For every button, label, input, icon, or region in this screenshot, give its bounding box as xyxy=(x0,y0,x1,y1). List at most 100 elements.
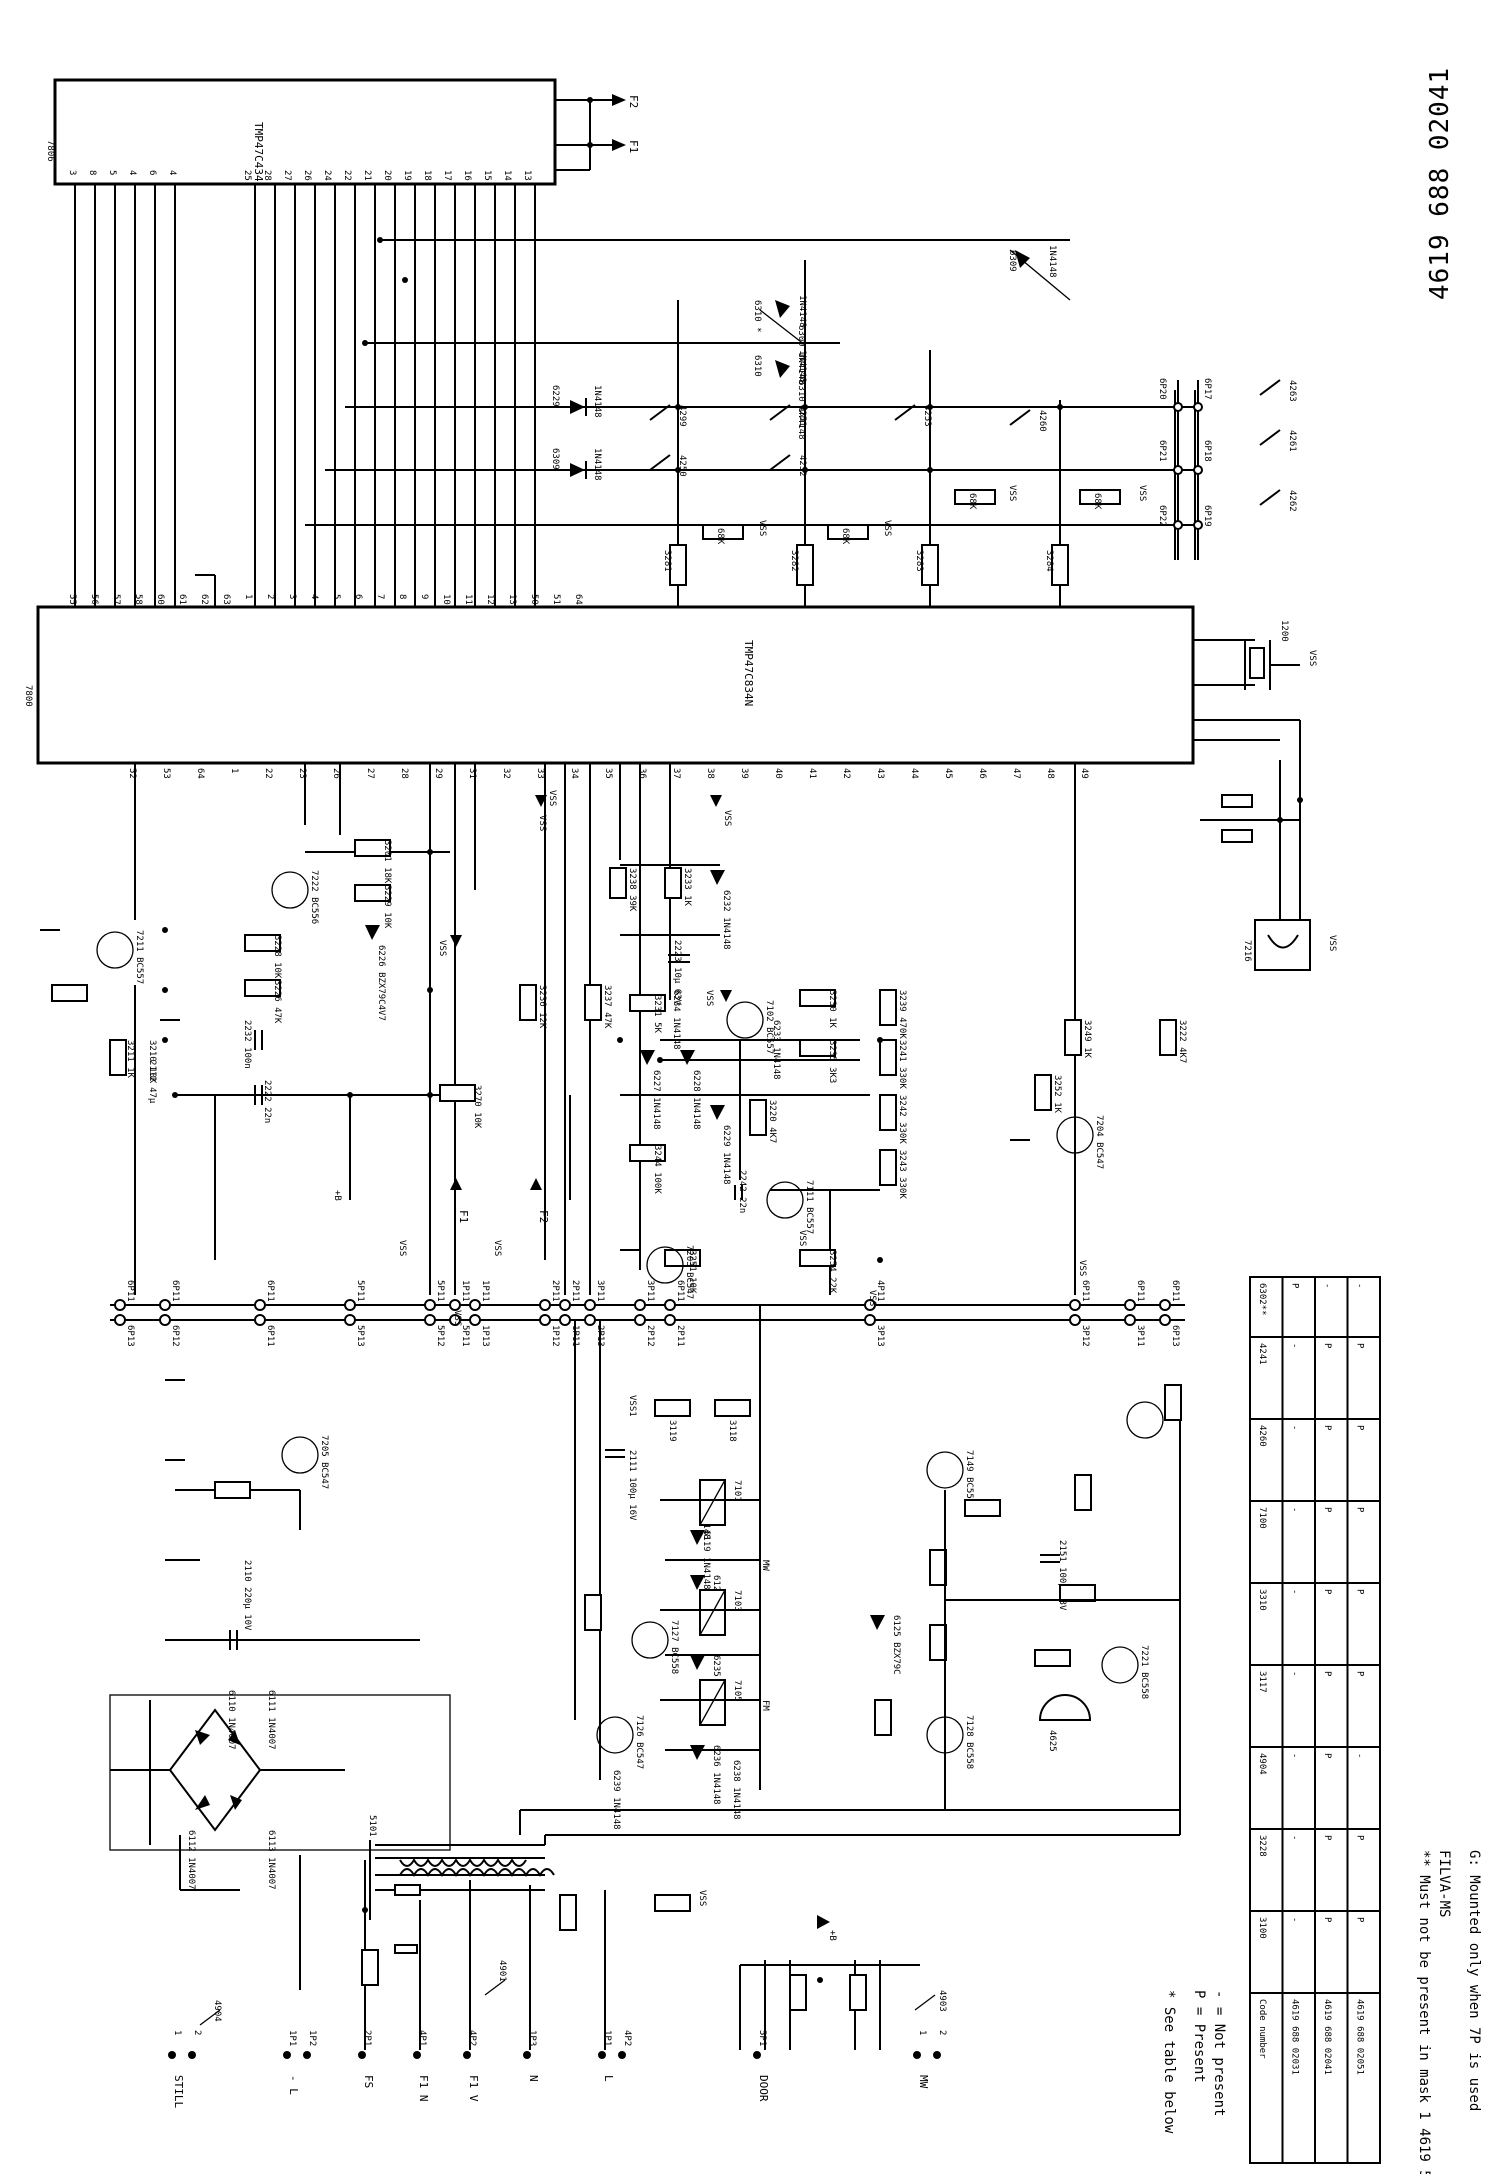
svg-text:VSS: VSS xyxy=(1137,485,1147,501)
svg-text:F1: F1 xyxy=(627,140,640,153)
main-chip-pin: 49 xyxy=(1079,768,1089,779)
connector-pin-label: 1P2 xyxy=(307,2030,317,2046)
drawing-number: 4619 688 02041 xyxy=(1425,67,1455,300)
key-switch-label: 4263 xyxy=(1287,380,1297,402)
connector-pin xyxy=(424,1299,436,1311)
connector-label: 3P12 xyxy=(1080,1325,1090,1347)
table-cell: - xyxy=(1290,1343,1300,1348)
main-chip-pin: 29 xyxy=(433,768,443,779)
svg-text:VSS: VSS xyxy=(722,810,732,826)
main-ic-part: TMP47C834N xyxy=(742,640,755,706)
connector-pin xyxy=(114,1314,126,1326)
resistor-label: 3229 10K xyxy=(382,885,392,929)
diode-label: 6111 1N4007 xyxy=(266,1690,276,1750)
top-chip-pin: 16 xyxy=(462,170,472,181)
main-chip-pin: 31 xyxy=(467,768,477,779)
capacitor-label: 2110 220µ 10V xyxy=(242,1560,252,1631)
connector-name: N xyxy=(527,2075,540,2082)
key-switch-label: 4252 xyxy=(797,455,807,477)
transistor-label: 7128 BC558 xyxy=(964,1715,974,1769)
top-chip-pin: 28 xyxy=(262,170,272,181)
transistor-label: 7126 BC547 xyxy=(634,1715,644,1769)
transistor-label: 7111 BC557 xyxy=(804,1180,814,1234)
main-chip-pin: 9 xyxy=(419,594,429,599)
svg-text:VSS: VSS xyxy=(704,990,714,1006)
connector-pin-label: 5P1 xyxy=(757,2030,767,2046)
connector-pin xyxy=(159,1314,171,1326)
relay-label: 7103 xyxy=(732,1590,742,1612)
svg-text:6P22: 6P22 xyxy=(1157,505,1167,527)
top-chip-pin: 3 xyxy=(67,170,77,175)
connector-name: F1 N xyxy=(417,2075,430,2102)
svg-text:1200: 1200 xyxy=(1279,620,1289,642)
key-switch xyxy=(1259,489,1281,506)
connector-label: 5P11 xyxy=(355,1280,365,1302)
top-chip-pin: 20 xyxy=(382,170,392,181)
svg-text:68K: 68K xyxy=(1092,493,1102,510)
connector-pin xyxy=(559,1299,571,1311)
connector-label: 1P13 xyxy=(480,1325,490,1347)
resistor-label: 3231 5K xyxy=(652,995,662,1034)
connector-pin xyxy=(303,2051,311,2059)
capacitor-label: 2112 47µ xyxy=(147,1060,157,1104)
main-chip-pin: 64 xyxy=(195,768,205,779)
connector-label: 2P11 xyxy=(570,1280,580,1302)
connector-label: 6P13 xyxy=(125,1325,135,1347)
top-chip-pin: 17 xyxy=(442,170,452,181)
svg-text:6P21: 6P21 xyxy=(1157,440,1167,462)
top-chip-pin: 21 xyxy=(362,170,372,181)
key-switch xyxy=(1259,429,1281,446)
resistor-label: 3252 1K xyxy=(1052,1075,1062,1114)
connector-pin xyxy=(598,2051,606,2059)
main-chip-pin: 64 xyxy=(573,594,583,605)
key-switch xyxy=(649,454,671,471)
diode-label: 6234 1N4148 xyxy=(671,990,681,1050)
top-ic-ref: 7806 xyxy=(45,140,55,162)
connector-pin xyxy=(864,1314,876,1326)
top-chip-pin: 15 xyxy=(482,170,492,181)
top-chip-pin: 4 xyxy=(127,170,137,175)
main-chip-pin: 6 xyxy=(353,594,363,599)
connector-pin xyxy=(254,1299,266,1311)
resistor-label: 3239 470K xyxy=(897,990,907,1039)
connector-label: 6P11 xyxy=(125,1280,135,1302)
table-cell: - xyxy=(1290,1671,1300,1676)
main-chip-pin: 58 xyxy=(133,594,143,605)
connector-pin xyxy=(413,2051,421,2059)
key-switch-label: 4261 xyxy=(1287,430,1297,452)
connector-label: 5P12 xyxy=(435,1325,445,1347)
connector-pin-label: 4P2 xyxy=(622,2030,632,2046)
connector-pin xyxy=(469,1299,481,1311)
resistor-label: 3236 12K xyxy=(537,985,547,1029)
connector-pin xyxy=(664,1299,676,1311)
table-cell: P xyxy=(1355,1589,1365,1595)
connector-label: 1P11 xyxy=(460,1280,470,1302)
table-cell: - xyxy=(1290,1835,1300,1840)
svg-text:6309: 6309 xyxy=(1007,250,1017,272)
table-header: 3100 xyxy=(1257,1917,1267,1939)
key-matrix: 6229 6309 1N4148 1N4148 6310 * 6310 1N41… xyxy=(305,237,1212,607)
key-switch-label: 4251 xyxy=(797,405,807,427)
table-header: 3310 xyxy=(1257,1589,1267,1611)
main-chip-pin: 62 xyxy=(199,594,209,605)
table-cell: - xyxy=(1290,1507,1300,1512)
svg-text:3118: 3118 xyxy=(727,1420,737,1442)
main-chip-pin: 37 xyxy=(671,768,681,779)
top-chip-pin: 18 xyxy=(422,170,432,181)
diode-label: 6236 1N4148 xyxy=(711,1745,721,1805)
resistor-label: 3243 330K xyxy=(897,1150,907,1199)
connector-name: DOOR xyxy=(757,2075,770,2102)
main-chip-pin: 1 xyxy=(243,594,253,599)
key-switch-label: 4262 xyxy=(1287,490,1297,512)
connector-label: 6P12 xyxy=(170,1325,180,1347)
connector-pin xyxy=(634,1299,646,1311)
main-chip-pin: 22 xyxy=(263,768,273,779)
transistor-label: 7149 BC558 xyxy=(964,1450,974,1504)
connector-pin xyxy=(424,1314,436,1326)
top-chip-pin: 6 xyxy=(147,170,157,175)
connector-pin xyxy=(188,2051,196,2059)
transistor-label: 7127 BC558 xyxy=(669,1620,679,1674)
